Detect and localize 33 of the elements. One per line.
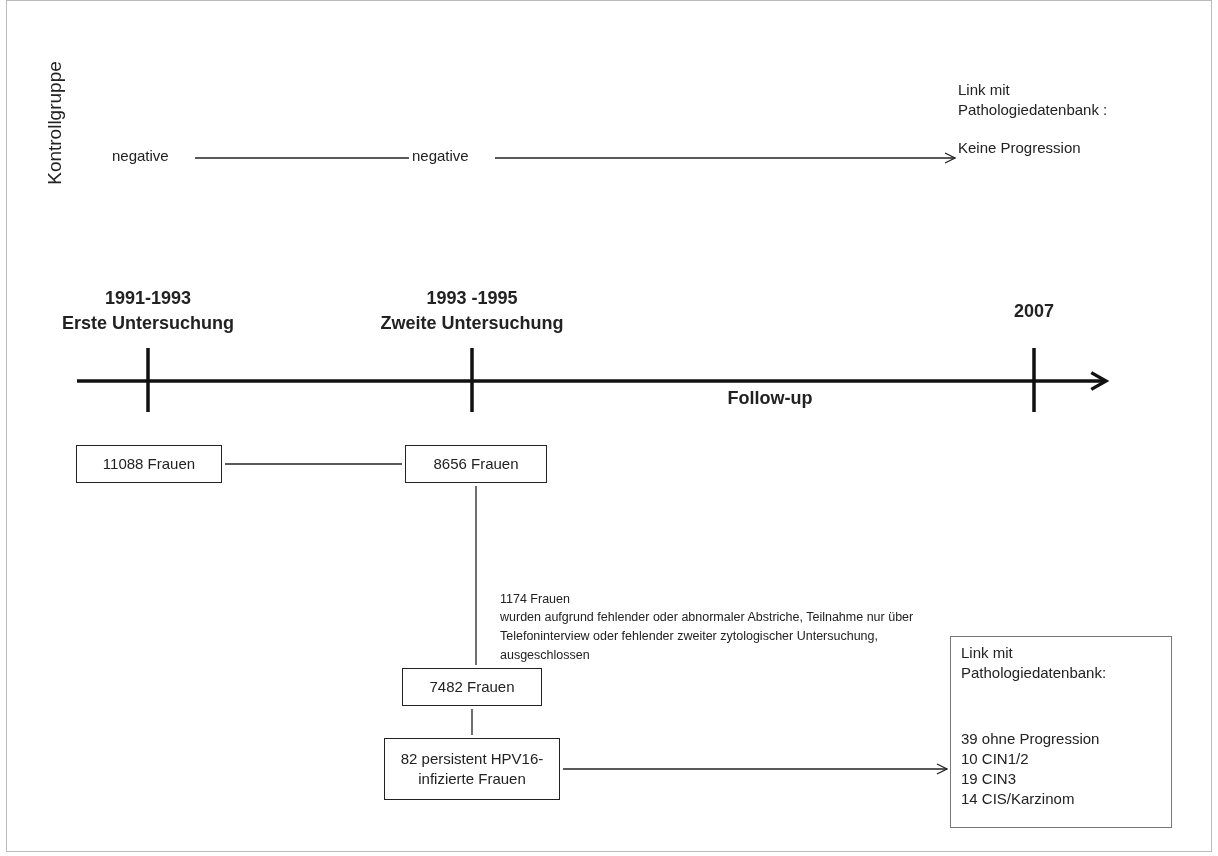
result-line: 14 CIS/Karzinom bbox=[961, 789, 1076, 809]
node-text: negative bbox=[412, 146, 492, 170]
group-label: Kontrollgruppe bbox=[44, 60, 66, 187]
node-heading: 11088 Frauen bbox=[102, 454, 196, 474]
stage-label: Erste Untersuchung bbox=[61, 313, 235, 334]
result-line: 10 CIN1/2 bbox=[961, 749, 1030, 769]
node-heading: Link mit Pathologiedatenbank : bbox=[958, 80, 1109, 120]
node-text: negative bbox=[112, 146, 192, 170]
node-heading: Link mit Pathologiedatenbank: bbox=[961, 643, 1108, 683]
year-label: 2007 bbox=[1012, 301, 1055, 322]
node-heading: 7482 Frauen bbox=[429, 677, 515, 697]
phase-label: Follow-up bbox=[726, 388, 814, 409]
result-box bbox=[950, 636, 1172, 828]
connector-line bbox=[471, 708, 473, 736]
process-box bbox=[384, 738, 560, 800]
result-line: 19 CIN3 bbox=[961, 769, 1018, 789]
connector-line bbox=[224, 463, 403, 465]
process-box bbox=[76, 445, 222, 483]
year-label: 1991-1993 bbox=[103, 288, 193, 309]
year-label: 1993 -1995 bbox=[425, 288, 519, 309]
connector-line bbox=[475, 485, 477, 666]
node-heading: 8656 Frauen bbox=[433, 454, 519, 474]
count-note: 1174 Frauen bbox=[500, 591, 571, 608]
stage-label: Zweite Untersuchung bbox=[379, 313, 565, 334]
arrow bbox=[494, 152, 956, 164]
node-heading: 82 persistent HPV16-infizierte Frauen bbox=[399, 749, 545, 789]
node-text: Keine Progression bbox=[958, 138, 1082, 158]
process-box bbox=[402, 668, 542, 706]
connector-line bbox=[194, 157, 410, 159]
exclusion-note: wurden aufgrund fehlender oder abnormaler Abstriche, Teilnahme nur über Telefoninterview oder fehlender zweiter zytologischer Untersuchung, ausgeschlossen bbox=[500, 609, 915, 664]
result-line: 39 ohne Progression bbox=[961, 729, 1101, 749]
process-box bbox=[405, 445, 547, 483]
arrow bbox=[562, 763, 948, 775]
